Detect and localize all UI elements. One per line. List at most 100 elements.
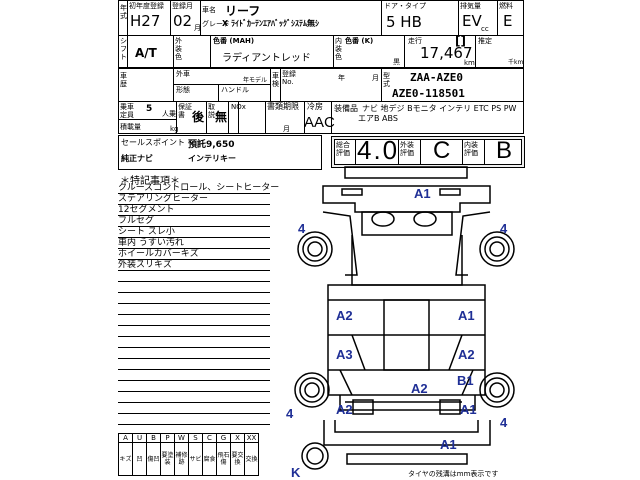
est-unit: 千km (508, 59, 524, 66)
capacity-unit: 人乗 (162, 110, 176, 118)
overall-label: 総合評価 (336, 141, 350, 157)
displacement-label: 排気量 (460, 2, 481, 10)
damage-mark: A2 (458, 347, 475, 362)
legend-meaning: 飛石傷 (216, 442, 231, 476)
damage-mark: A1 (458, 308, 475, 323)
inspection-label: 車検 (272, 72, 279, 88)
warranty: 後 (192, 110, 205, 124)
note-line: 外装スリキズ (118, 260, 270, 271)
damage-mark: A1 (414, 186, 431, 201)
displacement: EV (462, 12, 482, 30)
first-reg-value: H27 (130, 12, 161, 30)
note-line: クルーズコントロール、シートヒーター (118, 183, 280, 194)
manual: 無 (215, 110, 228, 124)
damage-mark: A3 (336, 347, 353, 362)
recycle-deposit: 預託9,650 (188, 140, 235, 150)
equipment-2: エアB ABS (358, 114, 398, 123)
int-color: 黒 (393, 58, 400, 66)
mileage: 17,467 (420, 44, 473, 62)
overall-grade: 4.0 (357, 135, 400, 165)
equipment: ナビ 地デジ Bモニタ インテリ ETC PS PW (362, 104, 517, 113)
mileage-label: 走行 (408, 37, 422, 45)
header-row-4 (118, 101, 524, 134)
type-label: 型式 (383, 72, 390, 88)
color-no-label: 色番 (MAH) (213, 37, 255, 45)
year-unit: 年 (338, 74, 345, 82)
chassis-number: AZE0-118501 (392, 87, 465, 100)
warranty-label: 保証書 (178, 103, 192, 119)
legend-meaning: 交換 (244, 442, 259, 476)
damage-mark: A1 (440, 437, 457, 452)
car-name: リーフ (225, 4, 261, 18)
month-unit-3: 月 (372, 74, 379, 82)
sale-item-navi: 純正ナビ (121, 154, 153, 163)
damage-mark: A2 (336, 308, 353, 323)
exterior-label: 外装評価 (400, 141, 414, 157)
model-year-label: 年モデル (243, 77, 268, 84)
note-line: 12セグメント (118, 205, 270, 216)
int-color-label: 内装色 (335, 37, 342, 61)
year-label: 年式 (120, 4, 127, 20)
reg-no-label: 登録No. (282, 70, 296, 86)
grade: X ﾗｲﾄﾞｶｰﾃﾝｴｱﾊﾞｯｸﾞｼｽﾃﾑ無ｼ (222, 19, 319, 28)
capacity-label: 乗車定員 (120, 103, 134, 119)
shape-label: 形態 (176, 86, 190, 94)
shift-label: シフト (120, 37, 127, 61)
estimate-label: 推定 (478, 37, 492, 45)
door-label: ドア・タイプ (384, 2, 426, 10)
docs-month: 月 (283, 125, 290, 133)
exterior-grade: C (433, 137, 451, 164)
reg-month-label: 登録月 (172, 2, 193, 10)
tire-depth-mark: 4 (500, 221, 508, 236)
damage-mark: B1 (457, 373, 474, 388)
load-label: 積載量 (120, 123, 141, 131)
damage-mark: A2 (411, 381, 428, 396)
fuel: E (503, 12, 513, 30)
damage-mark: A2 (336, 402, 353, 417)
history-label: 車歴 (120, 72, 127, 88)
equip-label: 装備品 (334, 104, 358, 113)
tire-depth-mark: 4 (500, 415, 508, 430)
spare-tire-mark: K (291, 465, 301, 480)
note-line: ステアリングヒーター (118, 194, 270, 205)
month-unit: 月 (194, 24, 201, 32)
model-code: ZAA-AZE0 (410, 71, 463, 84)
note-line: ホイールカバーキズ (118, 249, 270, 260)
handle-label: ハンドル (221, 86, 249, 94)
car-name-label: 車名 (202, 6, 216, 14)
note-line: 車内 うすい汚れ (118, 238, 270, 249)
first-reg-label: 初年度登録 (129, 2, 164, 10)
capacity: 5 (146, 104, 153, 114)
reg-month-value: 02 (173, 12, 193, 30)
int-color-no-label: 色番 (K) (345, 37, 374, 45)
shift: A/T (135, 46, 157, 60)
note-line: フルセグ (118, 216, 270, 227)
ext-color: ラディアントレッド (222, 53, 311, 64)
header-row-2 (118, 35, 524, 68)
sale-item-key: インテリキー (188, 154, 236, 163)
load-unit: kg (170, 125, 179, 133)
fuel-label: 燃料 (499, 2, 513, 10)
sale-point-box (118, 135, 322, 170)
import-label: 外車 (176, 70, 190, 78)
mileage-mark: [] (455, 34, 466, 48)
damage-mark: A1 (460, 402, 477, 417)
km-unit: km (464, 59, 475, 67)
ext-color-label: 外装色 (175, 37, 182, 61)
ac-label: 冷房 (307, 102, 323, 111)
door-type: 5 HB (386, 13, 422, 31)
interior-grade: B (496, 137, 513, 164)
tire-depth-mark: 4 (298, 221, 306, 236)
manual-label: 取説 (208, 103, 215, 119)
docs-label: 書類期限 (267, 102, 299, 111)
cc-unit: cc (481, 25, 489, 33)
tire-depth-mark: 4 (286, 406, 294, 421)
notes-title: ＊特記事項＊ (120, 176, 180, 187)
grade-label: グレード (202, 20, 230, 28)
tire-footnote: タイヤの残溝はmm表示です (408, 470, 499, 478)
note-line: シート スレ小 (118, 227, 270, 238)
interior-label: 内装評価 (464, 141, 478, 157)
ac: AAC (304, 114, 335, 131)
